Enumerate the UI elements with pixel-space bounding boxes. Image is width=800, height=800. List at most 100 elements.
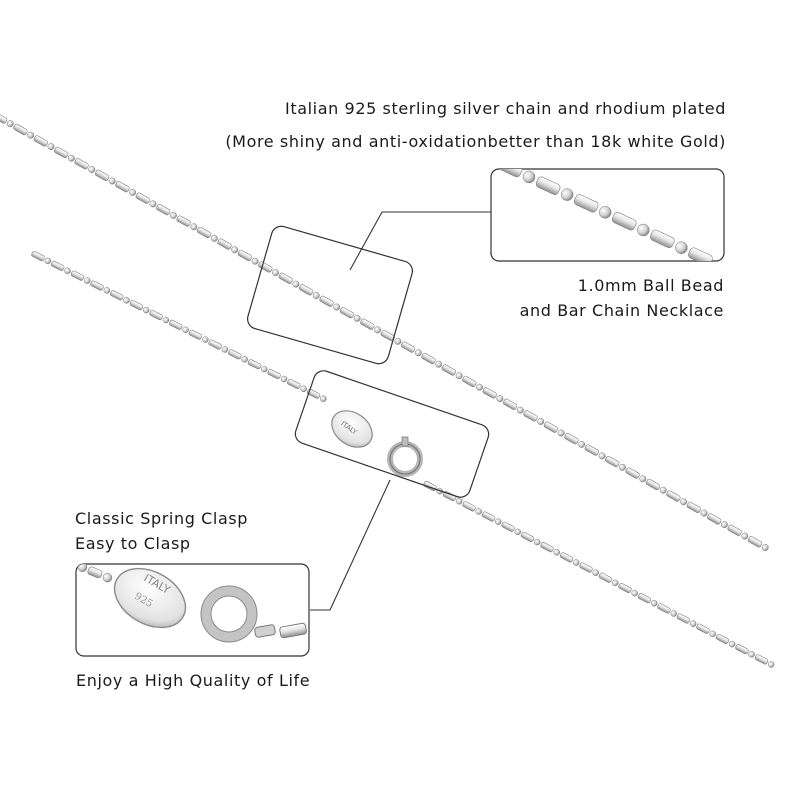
chain-bar-link (228, 349, 242, 360)
chain-bar-link (497, 169, 523, 178)
clasp-leader-line (310, 479, 391, 611)
chain-ball-bead (320, 395, 327, 402)
chain-bar-link (637, 593, 652, 604)
chain-bar-link (400, 341, 416, 353)
chain-bar-link (707, 513, 722, 525)
chain-ball-bead (142, 306, 150, 314)
chain-bar-link (676, 613, 691, 624)
chain-bar-link (267, 369, 281, 380)
chain-bar-link (306, 388, 321, 399)
chain-bar-link (645, 478, 661, 491)
chain-ball-bead (149, 200, 157, 208)
chain-bar-link (54, 146, 69, 159)
chain-bar-link (129, 300, 144, 311)
chain-ball-bead (537, 418, 545, 425)
chain-bar-link (754, 654, 769, 665)
chain-ball-bead (190, 223, 198, 231)
chain-bar-link (90, 280, 104, 291)
chain-bar-link (31, 251, 45, 262)
chain-bar-link (278, 272, 293, 284)
chain-bar-link (666, 490, 681, 502)
chain-bar-link (110, 290, 124, 301)
caption-bead-type: and Bar Chain Necklace (519, 301, 724, 320)
chain-ball-bead (280, 375, 288, 383)
chain-bar-link (247, 359, 262, 370)
chain-ball-bead (533, 538, 541, 546)
chain-bar-link (598, 572, 613, 583)
chain-bar-link (196, 226, 212, 239)
chain-ball-bead (374, 326, 381, 334)
chain-ball-bead (514, 528, 521, 536)
caption-material-note: (More shiny and anti-oxidationbetter tha… (225, 132, 726, 151)
chain-bar-link (74, 158, 89, 170)
chain-ball-bead (767, 661, 775, 668)
chain-ball-bead (675, 241, 688, 254)
chain-ball-bead (435, 360, 443, 368)
chain-bar-link (339, 307, 355, 319)
upper-chain (0, 112, 769, 551)
chain-ball-bead (312, 292, 320, 299)
chain-ball-bead (720, 521, 728, 529)
chain-ball-bead (292, 280, 300, 288)
chain-ball-bead (618, 463, 626, 471)
chain-bar-link (535, 176, 561, 195)
chain-ball-bead (557, 429, 565, 437)
chain-ball-bead (639, 475, 647, 483)
chain-ball-bead (333, 303, 341, 311)
chain-ball-bead (414, 349, 422, 357)
chain-ball-bead (108, 177, 116, 185)
chain-bar-link (686, 501, 701, 514)
chain-ball-bead (162, 316, 170, 324)
caption-clasp-type: Classic Spring Clasp (75, 509, 249, 528)
chain-bar-link (543, 421, 559, 433)
chain-ball-bead (560, 188, 574, 201)
chain-ball-bead (210, 234, 218, 242)
chain-bar-link (76, 564, 78, 568)
chain-bar-link (87, 566, 103, 579)
bead-leader-line (349, 211, 491, 271)
chain-ball-bead (496, 395, 504, 403)
chain-ball-bead (631, 589, 638, 597)
chain-bar-link (94, 169, 110, 181)
chain-bar-link (33, 135, 48, 147)
caption-bead-size: 1.0mm Ball Bead (577, 276, 724, 295)
chain-bar-link (573, 194, 599, 213)
chain-ball-bead (44, 257, 52, 265)
chain-bar-link (605, 455, 620, 468)
chain-ball-bead (592, 569, 599, 576)
chain-ball-bead (67, 154, 75, 162)
chain-bar-link (237, 249, 253, 262)
chain-ball-bead (659, 486, 667, 494)
chain-bar-link (584, 444, 599, 456)
chain-bar-link (319, 295, 334, 307)
chain-bar-link (688, 247, 713, 261)
caption-material: Italian 925 sterling silver chain and rh… (285, 99, 726, 118)
chain-bar-link (360, 318, 375, 330)
chain-ball-bead (394, 337, 402, 345)
chain-bar-link (727, 524, 742, 536)
chain-ball-bead (598, 206, 612, 219)
chain-bar-link (287, 378, 301, 389)
chain-ball-bead (700, 509, 708, 517)
chain-bar-link (50, 260, 65, 271)
chain-bar-link (208, 339, 222, 350)
chain-bar-link (559, 552, 574, 563)
chain-bar-link (657, 603, 671, 614)
chain-bar-link (188, 329, 203, 340)
chain-ball-bead (231, 246, 239, 254)
chain-bar-link (421, 352, 436, 365)
chain-ball-bead (251, 257, 259, 265)
chain-bar-link (13, 123, 28, 136)
chain-ball-bead (300, 385, 307, 393)
chain-ball-bead (261, 365, 268, 373)
bead-callout-frame (246, 225, 414, 365)
chain-bar-link (169, 319, 183, 330)
lower-chain (31, 251, 775, 668)
chain-bar-link (442, 491, 457, 502)
chain-ball-bead (680, 498, 688, 506)
chain-ball-bead (353, 314, 361, 322)
chain-ball-bead (455, 372, 463, 380)
chain-ball-bead (748, 651, 755, 658)
